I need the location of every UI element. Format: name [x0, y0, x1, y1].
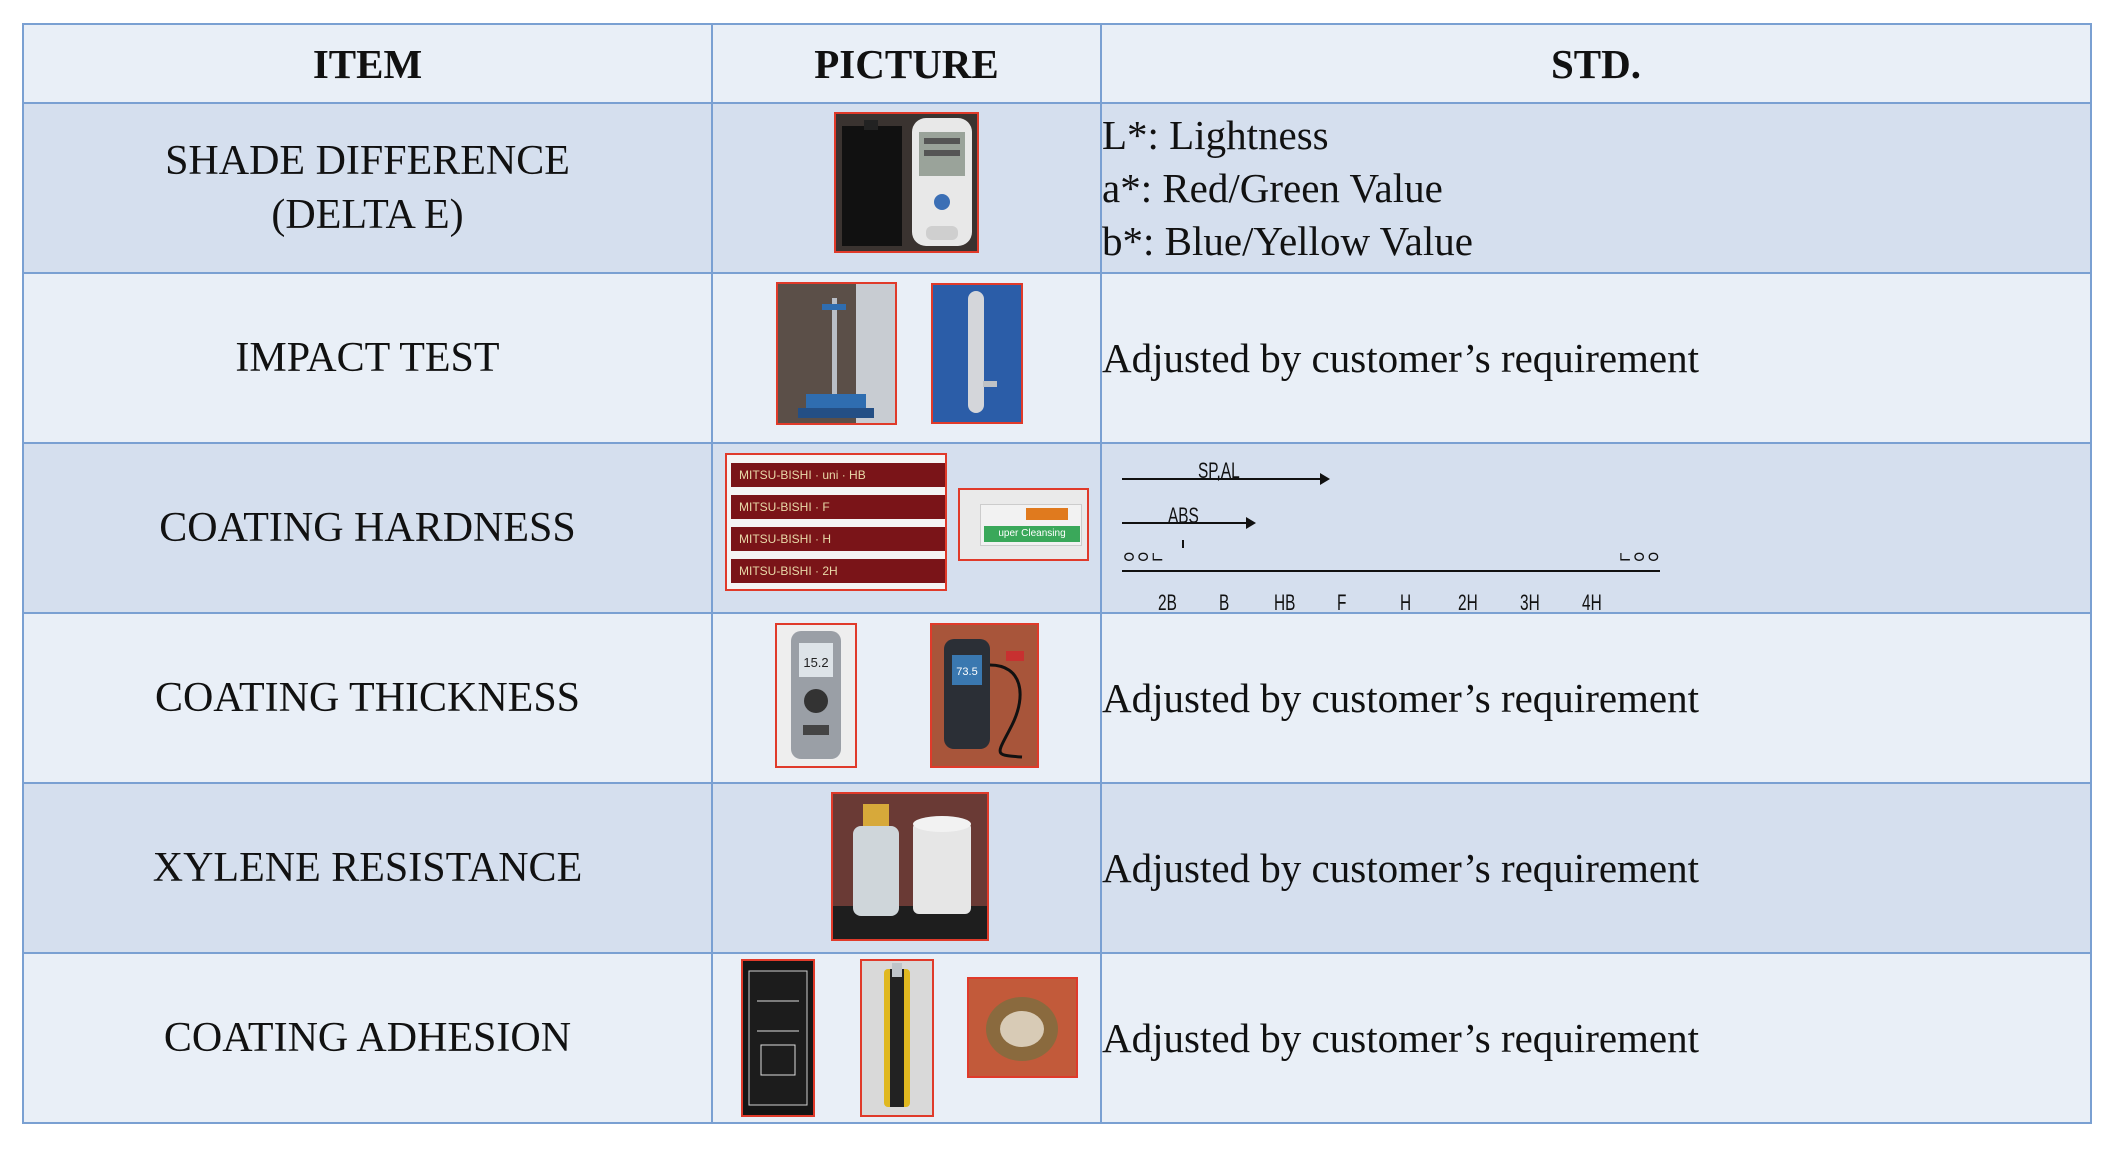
table-row-adhesion: COATING ADHESION: [22, 952, 2092, 1124]
spal-arrow-line: [1122, 478, 1322, 480]
spectrophotometer-photo: [834, 112, 979, 253]
scale-start-mark: [1182, 540, 1184, 548]
table-row-impact: IMPACT TEST Adjusted by: [22, 272, 2092, 444]
header-picture: PICTURE: [711, 23, 1102, 104]
table-row-hardness: COATING HARDNESS MITSU-BISHI · uni · HB …: [22, 442, 2092, 615]
pencil-hb: MITSU-BISHI · uni · HB: [731, 463, 945, 487]
std-cell: Adjusted by customer’s requirement: [1100, 952, 2092, 1124]
scale-label-spal: SP,AL: [1198, 458, 1240, 483]
item-name-line1: SHADE DIFFERENCE: [165, 138, 570, 184]
std-cell: Adjusted by customer’s requirement: [1100, 272, 2092, 444]
gauge2-reading: 73.5: [956, 666, 977, 678]
spal-arrow-head-icon: [1320, 473, 1330, 485]
std-cell: L*: Lightness a*: Red/Green Value b*: Bl…: [1100, 102, 2092, 274]
item-cell: COATING THICKNESS: [22, 612, 713, 784]
item-name-line2: (DELTA E): [271, 192, 464, 238]
hardness-scale: SP,AL ABS ᄋᄋᄂ ᄂᄋᄋ 2B B HB F H 2H 3H 4H: [1102, 444, 1662, 615]
impact-indenter-photo: [931, 283, 1023, 424]
gauge1-reading: 15.2: [803, 655, 828, 670]
picture-cell: [711, 272, 1102, 444]
cutter-knife-photo: [860, 959, 934, 1117]
std-cell: Adjusted by customer’s requirement: [1100, 612, 2092, 784]
thickness-gauge-photo-1: 15.2: [775, 623, 857, 768]
xylene-bottle-photo: [831, 792, 989, 941]
scale-axis-line: [1122, 570, 1660, 572]
picture-cell: MITSU-BISHI · uni · HB MITSU-BISHI · F M…: [711, 442, 1102, 614]
adhesive-tape-photo: [967, 977, 1078, 1078]
header-std: STD.: [1100, 23, 2092, 104]
picture-cell: [711, 102, 1102, 274]
pencils-photo: MITSU-BISHI · uni · HB MITSU-BISHI · F M…: [725, 453, 947, 591]
pencil-2h: MITSU-BISHI · 2H: [731, 559, 945, 583]
header-item: ITEM: [22, 23, 713, 104]
tick-4h: 4H: [1582, 590, 1602, 615]
eraser-label: uper Cleansing: [984, 526, 1080, 542]
table-row-xylene: XYLENE RESISTANCE Adjusted by customer’s…: [22, 782, 2092, 954]
tick-hb: HB: [1274, 590, 1296, 615]
tick-f: F: [1337, 590, 1347, 615]
thickness-gauge-photo-2: 73.5: [930, 623, 1039, 768]
picture-cell: [711, 952, 1102, 1124]
cross-cut-guide-photo: [741, 959, 815, 1117]
spec-table: ITEM PICTURE STD. SHADE DIFFERENCE (DELT…: [22, 23, 2092, 1124]
picture-cell: [711, 782, 1102, 954]
picture-cell: 15.2 73.5: [711, 612, 1102, 784]
table-row-thickness: COATING THICKNESS 15.2 73.5: [22, 612, 2092, 784]
tick-h: H: [1400, 590, 1412, 615]
std-line-lightness: L*: Lightness: [1102, 111, 1329, 158]
abs-arrow-line: [1122, 522, 1248, 524]
std-line-blue-yellow: b*: Blue/Yellow Value: [1102, 217, 1473, 264]
std-cell: Adjusted by customer’s requirement: [1100, 782, 2092, 954]
impact-tester-photo: [776, 282, 897, 425]
scale-label-abs: ABS: [1168, 503, 1199, 528]
std-line-red-green: a*: Red/Green Value: [1102, 164, 1443, 211]
pencil-h: MITSU-BISHI · H: [731, 527, 945, 551]
tick-2b: 2B: [1158, 590, 1177, 615]
std-cell: SP,AL ABS ᄋᄋᄂ ᄂᄋᄋ 2B B HB F H 2H 3H 4H: [1100, 442, 2092, 615]
item-cell: COATING ADHESION: [22, 952, 713, 1124]
table-row-shade: SHADE DIFFERENCE (DELTA E) L*: Lightn: [22, 102, 2092, 274]
eraser-photo: uper Cleansing: [958, 488, 1089, 561]
header-row: ITEM PICTURE STD.: [22, 23, 2092, 104]
item-cell: COATING HARDNESS: [22, 442, 713, 614]
pencil-f: MITSU-BISHI · F: [731, 495, 945, 519]
item-cell: SHADE DIFFERENCE (DELTA E): [22, 102, 713, 274]
item-cell: IMPACT TEST: [22, 272, 713, 444]
scale-label-right: ᄂᄋᄋ: [1618, 550, 1661, 575]
tick-2h: 2H: [1458, 590, 1478, 615]
tick-3h: 3H: [1520, 590, 1540, 615]
abs-arrow-head-icon: [1246, 517, 1256, 529]
tick-b: B: [1219, 590, 1230, 615]
item-cell: XYLENE RESISTANCE: [22, 782, 713, 954]
